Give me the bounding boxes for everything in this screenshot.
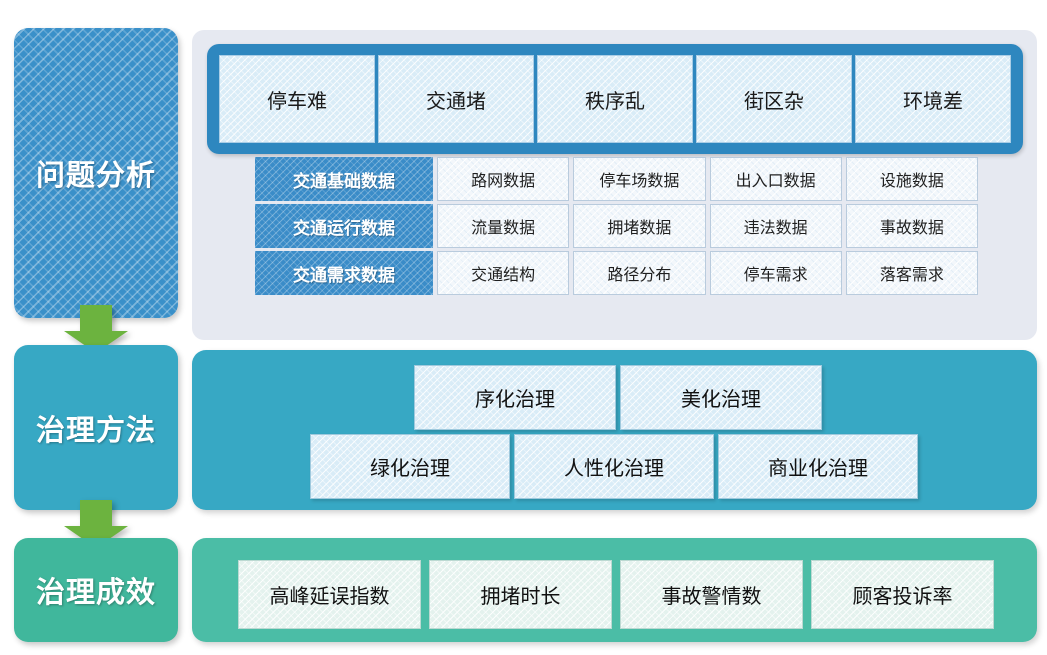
data-item-label: 停车场数据 bbox=[599, 173, 680, 190]
stage-problem-label: 问题分析 bbox=[35, 160, 156, 192]
method-row-bottom: 绿化治理 人性化治理 商业化治理 bbox=[310, 434, 918, 499]
data-item-label: 出入口数据 bbox=[735, 173, 816, 190]
data-item-cell[interactable]: 拥堵数据 bbox=[573, 204, 706, 248]
effect-item[interactable]: 高峰延误指数 bbox=[238, 560, 421, 629]
problem-issue-label: 秩序乱 bbox=[585, 90, 645, 113]
data-item-cell[interactable]: 违法数据 bbox=[709, 204, 842, 248]
data-item-label: 流量数据 bbox=[471, 220, 536, 237]
effect-item[interactable]: 顾客投诉率 bbox=[811, 560, 994, 629]
method-item-label: 绿化治理 bbox=[370, 458, 450, 480]
arrow-down-icon-problem-to-method bbox=[58, 305, 134, 353]
data-item-cell[interactable]: 停车场数据 bbox=[573, 157, 706, 201]
problem-issue-label: 环境差 bbox=[903, 90, 963, 113]
data-item-label: 路径分布 bbox=[607, 267, 672, 284]
method-item-label: 人性化治理 bbox=[564, 458, 664, 480]
method-item[interactable]: 美化治理 bbox=[620, 365, 822, 430]
data-item-cell[interactable]: 设施数据 bbox=[845, 157, 978, 201]
stage-problem-analysis: 问题分析 bbox=[14, 28, 178, 318]
data-item-label: 违法数据 bbox=[743, 220, 808, 237]
data-item-label: 事故数据 bbox=[879, 220, 944, 237]
panel-governance-method: 序化治理 美化治理 绿化治理 人性化治理 商业化治理 bbox=[192, 350, 1037, 510]
table-row: 交通需求数据 交通结构 路径分布 停车需求 落客需求 bbox=[255, 251, 978, 295]
problem-issue-item[interactable]: 秩序乱 bbox=[537, 55, 693, 143]
effect-row: 高峰延误指数 拥堵时长 事故警情数 顾客投诉率 bbox=[238, 560, 994, 629]
problem-issue-label: 交通堵 bbox=[426, 90, 486, 113]
stage-method-label: 治理方法 bbox=[35, 414, 156, 447]
data-category-text: 交通需求数据 bbox=[293, 265, 395, 285]
stage-governance-method: 治理方法 bbox=[14, 345, 178, 510]
data-category-text: 交通基础数据 bbox=[293, 171, 395, 191]
panel-governance-effect: 高峰延误指数 拥堵时长 事故警情数 顾客投诉率 bbox=[192, 538, 1037, 642]
arrow-down-icon-method-to-effect bbox=[58, 500, 134, 548]
data-category-text: 交通运行数据 bbox=[293, 218, 395, 238]
problem-issue-item[interactable]: 交通堵 bbox=[378, 55, 534, 143]
method-item[interactable]: 绿化治理 bbox=[310, 434, 510, 499]
method-item[interactable]: 序化治理 bbox=[414, 365, 616, 430]
data-item-label: 交通结构 bbox=[471, 267, 536, 284]
method-item-label: 美化治理 bbox=[681, 389, 761, 411]
data-item-cell[interactable]: 出入口数据 bbox=[709, 157, 842, 201]
data-item-cell[interactable]: 路径分布 bbox=[573, 251, 706, 295]
data-item-cell[interactable]: 事故数据 bbox=[845, 204, 978, 248]
effect-item[interactable]: 事故警情数 bbox=[620, 560, 803, 629]
problem-issues-bar: 停车难 交通堵 秩序乱 街区杂 环境差 bbox=[207, 44, 1023, 154]
data-item-cell[interactable]: 流量数据 bbox=[437, 204, 570, 248]
effect-item-label: 事故警情数 bbox=[661, 586, 762, 608]
effect-item-label: 拥堵时长 bbox=[480, 586, 561, 608]
problem-issue-item[interactable]: 停车难 bbox=[219, 55, 375, 143]
method-item-label: 商业化治理 bbox=[768, 458, 868, 480]
problem-issue-item[interactable]: 环境差 bbox=[855, 55, 1011, 143]
data-category-label[interactable]: 交通需求数据 bbox=[255, 251, 433, 295]
effect-item[interactable]: 拥堵时长 bbox=[429, 560, 612, 629]
data-item-cell[interactable]: 路网数据 bbox=[437, 157, 570, 201]
data-item-label: 落客需求 bbox=[879, 267, 944, 284]
method-item[interactable]: 人性化治理 bbox=[514, 434, 714, 499]
data-item-cell[interactable]: 交通结构 bbox=[437, 251, 570, 295]
data-item-cell[interactable]: 停车需求 bbox=[709, 251, 842, 295]
table-row: 交通运行数据 流量数据 拥堵数据 违法数据 事故数据 bbox=[255, 204, 978, 248]
data-item-label: 路网数据 bbox=[471, 173, 536, 190]
data-category-label[interactable]: 交通运行数据 bbox=[255, 204, 433, 248]
data-category-label[interactable]: 交通基础数据 bbox=[255, 157, 433, 201]
problem-issue-label: 街区杂 bbox=[744, 90, 804, 113]
data-item-label: 拥堵数据 bbox=[607, 220, 672, 237]
problem-issue-item[interactable]: 街区杂 bbox=[696, 55, 852, 143]
data-item-label: 设施数据 bbox=[879, 173, 944, 190]
stage-effect-label: 治理成效 bbox=[35, 577, 156, 609]
panel-problem-analysis: 停车难 交通堵 秩序乱 街区杂 环境差 交通基础数据 路网数据 bbox=[192, 30, 1037, 340]
data-item-label: 停车需求 bbox=[743, 267, 808, 284]
table-row: 交通基础数据 路网数据 停车场数据 出入口数据 设施数据 bbox=[255, 157, 978, 201]
method-row-top: 序化治理 美化治理 bbox=[414, 365, 822, 430]
data-item-cell[interactable]: 落客需求 bbox=[845, 251, 978, 295]
effect-item-label: 高峰延误指数 bbox=[269, 586, 390, 608]
effect-item-label: 顾客投诉率 bbox=[852, 586, 953, 608]
stage-governance-effect: 治理成效 bbox=[14, 538, 178, 642]
method-item[interactable]: 商业化治理 bbox=[718, 434, 918, 499]
problem-data-grid: 交通基础数据 路网数据 停车场数据 出入口数据 设施数据 交通运行数据 bbox=[255, 157, 978, 295]
method-item-label: 序化治理 bbox=[475, 389, 555, 411]
problem-issue-label: 停车难 bbox=[267, 90, 327, 113]
